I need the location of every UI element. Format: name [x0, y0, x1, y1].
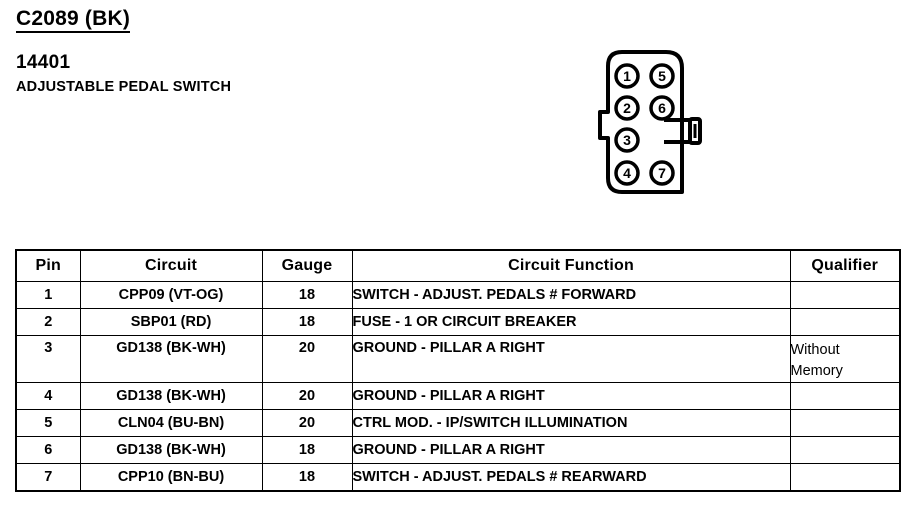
- column-header-circuit: Circuit: [79, 249, 263, 282]
- cell-function: GROUND - PILLAR A RIGHT: [351, 382, 791, 411]
- connector-pin-5-label: 5: [658, 68, 666, 84]
- cell-circuit: GD138 (BK-WH): [79, 334, 263, 384]
- connector-pin-1-label: 1: [623, 68, 631, 84]
- cell-function: GROUND - PILLAR A RIGHT: [351, 436, 791, 465]
- cell-function: CTRL MOD. - IP/SWITCH ILLUMINATION: [351, 409, 791, 438]
- cell-function: GROUND - PILLAR A RIGHT: [351, 334, 791, 384]
- connector-pin-4-circle: [614, 160, 640, 186]
- pin-table-container: Pin Circuit Gauge Circuit Function Quali…: [15, 249, 901, 493]
- column-header-pin: Pin: [15, 249, 81, 282]
- qualifier-line-1: Without: [790, 342, 840, 358]
- connector-pin-3-circle: [614, 127, 640, 153]
- cell-circuit: CLN04 (BU-BN): [79, 409, 263, 438]
- connector-pin-7-label: 7: [658, 165, 666, 181]
- cell-pin: 5: [15, 409, 81, 438]
- cell-gauge: 20: [261, 382, 353, 411]
- cell-qualifier: Without Memory: [789, 334, 901, 384]
- cell-circuit: GD138 (BK-WH): [79, 436, 263, 465]
- column-header-gauge: Gauge: [261, 249, 353, 282]
- cell-qualifier: [789, 382, 901, 411]
- cell-circuit: CPP10 (BN-BU): [79, 463, 263, 492]
- column-header-function: Circuit Function: [351, 249, 791, 282]
- connector-pin-5-circle: [649, 63, 675, 89]
- table-row: 5 CLN04 (BU-BN) 20 CTRL MOD. - IP/SWITCH…: [15, 409, 901, 438]
- cell-pin: 4: [15, 382, 81, 411]
- cell-circuit: CPP09 (VT-OG): [79, 281, 263, 309]
- cell-circuit: GD138 (BK-WH): [79, 382, 263, 411]
- table-row: 1 CPP09 (VT-OG) 18 SWITCH - ADJUST. PEDA…: [15, 281, 901, 309]
- connector-pin-7-circle: [649, 160, 675, 186]
- cell-function: FUSE - 1 OR CIRCUIT BREAKER: [351, 308, 791, 336]
- qualifier-line-2: Memory: [790, 363, 843, 380]
- cell-pin: 7: [15, 463, 81, 492]
- cell-pin: 3: [15, 334, 81, 384]
- connector-code: C2089 (BK): [16, 7, 131, 34]
- connector-pin-4-label: 4: [623, 165, 631, 181]
- cell-gauge: 20: [261, 334, 353, 384]
- pin-table: Pin Circuit Gauge Circuit Function Quali…: [15, 249, 901, 493]
- table-row: 2 SBP01 (RD) 18 FUSE - 1 OR CIRCUIT BREA…: [15, 308, 901, 336]
- connector-pin-2-label: 2: [623, 100, 631, 116]
- connector-pin-2-circle: [614, 95, 640, 121]
- connector-pin-6-label: 6: [658, 100, 666, 116]
- cell-function: SWITCH - ADJUST. PEDALS # FORWARD: [351, 281, 791, 309]
- cell-qualifier: [789, 308, 901, 336]
- cell-gauge: 18: [261, 463, 353, 492]
- cell-circuit: SBP01 (RD): [79, 308, 263, 336]
- cell-qualifier: [789, 409, 901, 438]
- cell-pin: 1: [15, 281, 81, 309]
- connector-pin-6-circle: [649, 95, 675, 121]
- cell-gauge: 18: [261, 436, 353, 465]
- cell-gauge: 18: [261, 281, 353, 309]
- cell-gauge: 18: [261, 308, 353, 336]
- table-row: 4 GD138 (BK-WH) 20 GROUND - PILLAR A RIG…: [15, 382, 901, 411]
- table-row: 6 GD138 (BK-WH) 18 GROUND - PILLAR A RIG…: [15, 436, 901, 465]
- connector-pin-3-label: 3: [623, 132, 631, 148]
- connector-header: C2089 (BK) 14401 ADJUSTABLE PEDAL SWITCH: [16, 7, 436, 95]
- column-header-qualifier: Qualifier: [789, 249, 901, 282]
- table-row: 3 GD138 (BK-WH) 20 GROUND - PILLAR A RIG…: [15, 334, 901, 384]
- cell-gauge: 20: [261, 409, 353, 438]
- cell-qualifier: [789, 463, 901, 492]
- table-header-row: Pin Circuit Gauge Circuit Function Quali…: [15, 249, 901, 282]
- connector-diagram: 1 5 2 6 3 4 7: [592, 40, 712, 205]
- cell-qualifier: [789, 436, 901, 465]
- cell-function: SWITCH - ADJUST. PEDALS # REARWARD: [351, 463, 791, 492]
- table-row: 7 CPP10 (BN-BU) 18 SWITCH - ADJUST. PEDA…: [15, 463, 901, 492]
- cell-qualifier: [789, 281, 901, 309]
- part-number: 14401: [16, 52, 71, 74]
- cell-pin: 6: [15, 436, 81, 465]
- connector-pin-1-circle: [614, 63, 640, 89]
- part-description: ADJUSTABLE PEDAL SWITCH: [16, 78, 232, 95]
- cell-pin: 2: [15, 308, 81, 336]
